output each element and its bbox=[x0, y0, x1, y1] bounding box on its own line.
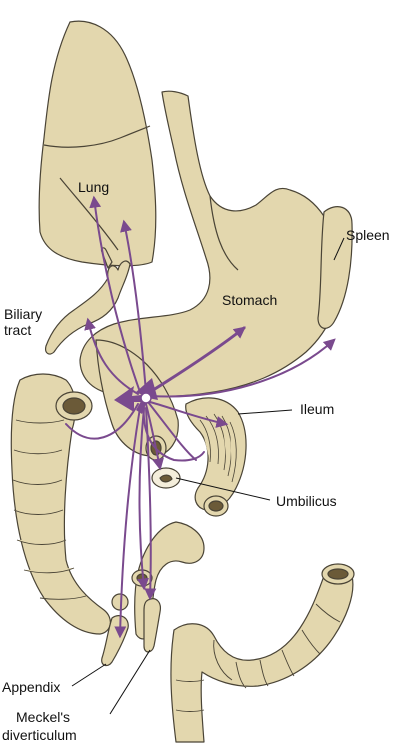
leader-meckels bbox=[109, 649, 151, 715]
descending-colon-haustra bbox=[175, 603, 341, 712]
label-appendix: Appendix bbox=[2, 679, 60, 695]
lung-fissure-lower bbox=[59, 177, 119, 251]
label-biliary-1: Biliary bbox=[4, 306, 42, 322]
arrow-to-meckels-2 bbox=[137, 407, 149, 591]
spleen bbox=[317, 206, 353, 329]
label-biliary-2: tract bbox=[4, 322, 31, 338]
arrow-to-midgut bbox=[147, 401, 197, 461]
label-ileum: Ileum bbox=[300, 401, 334, 417]
label-meckels-2: diverticulum bbox=[2, 727, 77, 743]
label-lung: Lung bbox=[78, 179, 109, 195]
stomach bbox=[79, 90, 342, 398]
leader-umbilicus bbox=[175, 477, 271, 501]
label-umbilicus: Umbilicus bbox=[276, 493, 337, 509]
arrow-to-ileum bbox=[149, 401, 229, 428]
label-meckels-1: Meckel's bbox=[16, 709, 70, 725]
arrow-loop bbox=[142, 403, 205, 462]
lung-fissure bbox=[43, 125, 151, 148]
origin-point bbox=[140, 392, 152, 404]
leader-lines bbox=[71, 237, 345, 715]
colon-lumen-top-inner bbox=[62, 397, 86, 415]
meckels-diverticulum bbox=[143, 598, 161, 653]
migration-arrows bbox=[65, 195, 336, 639]
colon-lumen-right-inner bbox=[327, 568, 349, 580]
colon-haustra bbox=[12, 419, 87, 600]
arrow-to-lung-2 bbox=[120, 219, 147, 393]
ileum-folds bbox=[199, 413, 237, 483]
arrow-to-stomach bbox=[148, 326, 246, 394]
umbilicus-center bbox=[159, 474, 173, 483]
origin-marker bbox=[114, 378, 158, 414]
leader-appendix bbox=[71, 663, 107, 687]
label-stomach: Stomach bbox=[222, 292, 277, 308]
leader-ileum bbox=[237, 409, 293, 415]
arrow-to-spleen bbox=[149, 338, 336, 398]
leader-spleen bbox=[333, 237, 345, 261]
arrow-to-lung bbox=[89, 195, 141, 393]
arrow-to-colon bbox=[65, 403, 139, 440]
stomach-fold bbox=[209, 195, 239, 271]
arrow-to-appendix bbox=[114, 407, 141, 639]
ileum-lumen-inner bbox=[208, 500, 224, 512]
big-arrow-left bbox=[114, 386, 150, 412]
label-spleen: Spleen bbox=[346, 227, 390, 243]
arrow-to-umbilicus bbox=[145, 403, 165, 471]
descending-colon bbox=[170, 567, 354, 743]
